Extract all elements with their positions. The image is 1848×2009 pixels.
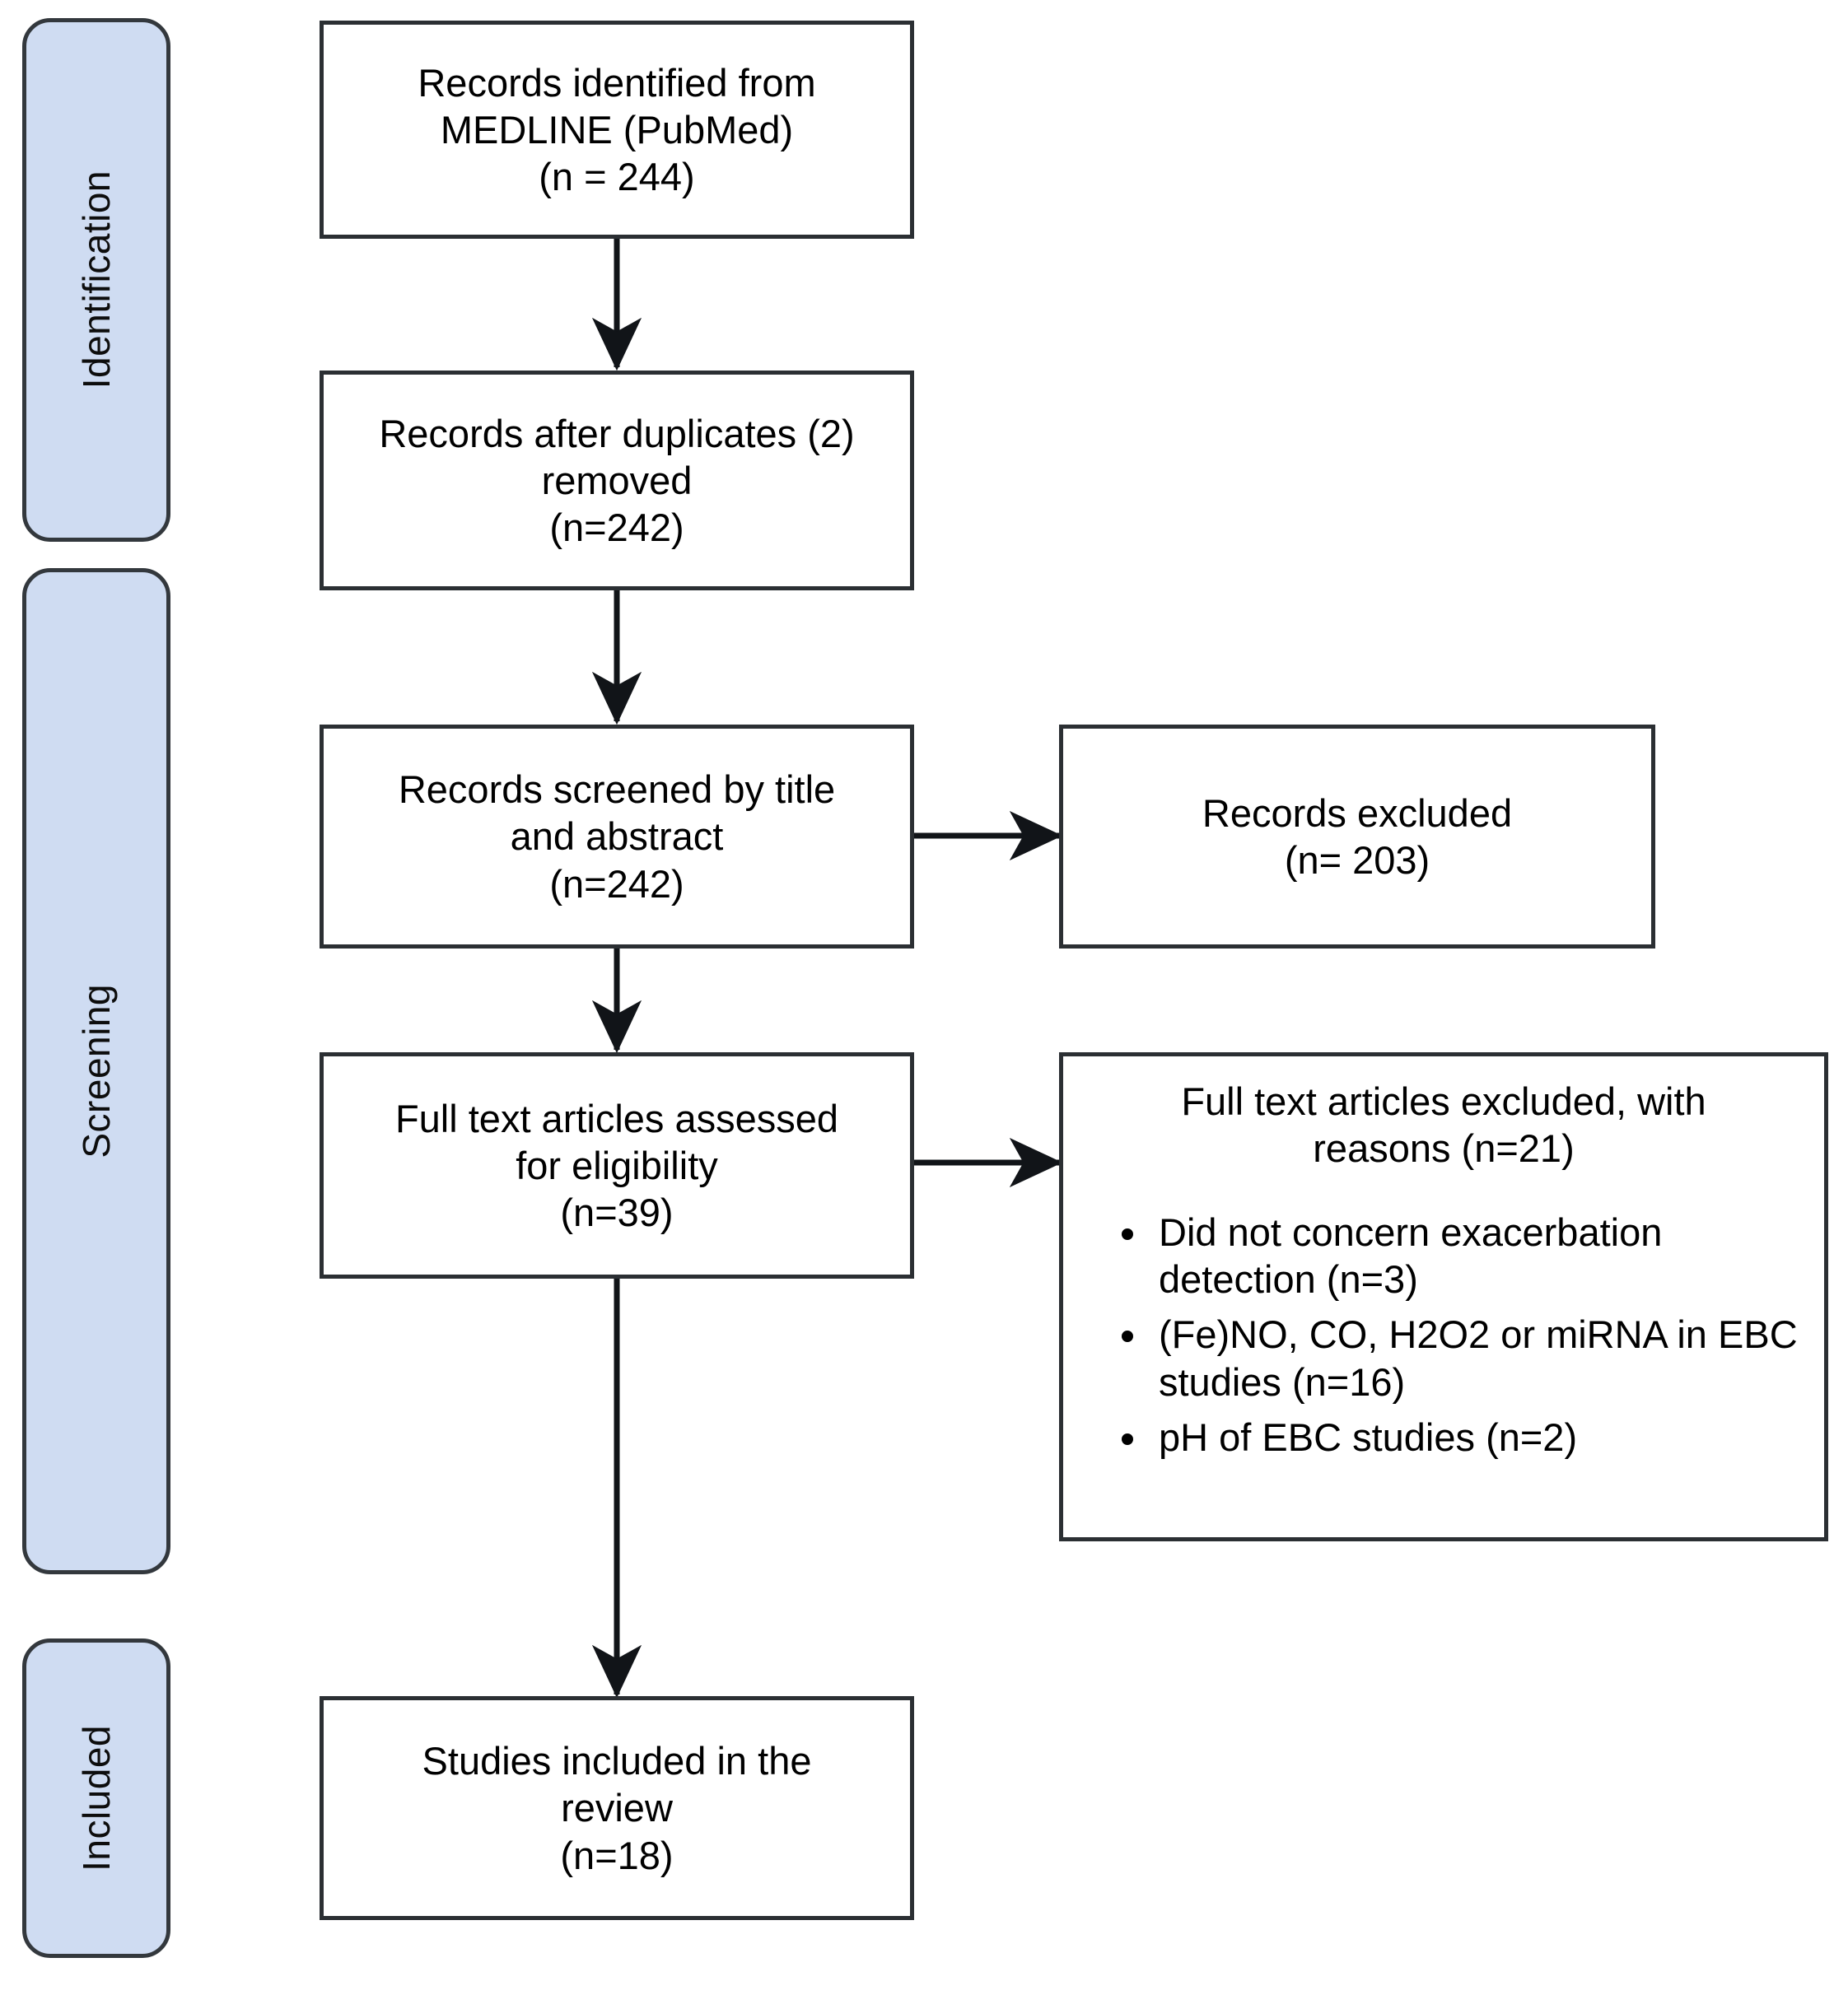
box-records-screened-text: Records screened by title and abstract (… <box>398 767 836 906</box>
box-records-excluded-text: Records excluded (n= 203) <box>1202 790 1513 882</box>
fulltext-excluded-heading: Full text articles excluded, with reason… <box>1181 1079 1706 1171</box>
fulltext-excluded-content: Full text articles excluded, with reason… <box>1078 1078 1809 1469</box>
stage-pill-identification: Identification <box>22 18 170 542</box>
stage-label-screening: Screening <box>75 984 118 1158</box>
box-studies-included-text: Studies included in the review (n=18) <box>422 1739 812 1877</box>
box-records-screened: Records screened by title and abstract (… <box>320 725 914 949</box>
stage-label-identification: Identification <box>75 170 118 389</box>
box-records-identified: Records identified from MEDLINE (PubMed)… <box>320 21 914 239</box>
stage-pill-included: Included <box>22 1638 170 1958</box>
list-item: pH of EBC studies (n=2) <box>1150 1414 1809 1461</box>
fulltext-excluded-reason-list: Did not concern exacerbation detection (… <box>1078 1209 1809 1461</box>
box-studies-included: Studies included in the review (n=18) <box>320 1696 914 1920</box>
box-records-after-duplicates-text: Records after duplicates (2) removed (n=… <box>379 411 855 550</box>
box-fulltext-assessed: Full text articles assessed for eligibil… <box>320 1052 914 1279</box>
stage-label-included: Included <box>75 1725 118 1871</box>
list-item: (Fe)NO, CO, H2O2 or miRNA in EBC studies… <box>1150 1311 1809 1405</box>
list-item: Did not concern exacerbation detection (… <box>1150 1209 1809 1303</box>
box-fulltext-excluded: Full text articles excluded, with reason… <box>1059 1052 1828 1541</box>
stage-pill-screening: Screening <box>22 568 170 1574</box>
box-records-excluded: Records excluded (n= 203) <box>1059 725 1655 949</box>
box-records-after-duplicates: Records after duplicates (2) removed (n=… <box>320 371 914 590</box>
box-fulltext-assessed-text: Full text articles assessed for eligibil… <box>394 1096 839 1235</box>
box-records-identified-text: Records identified from MEDLINE (PubMed)… <box>418 60 816 199</box>
